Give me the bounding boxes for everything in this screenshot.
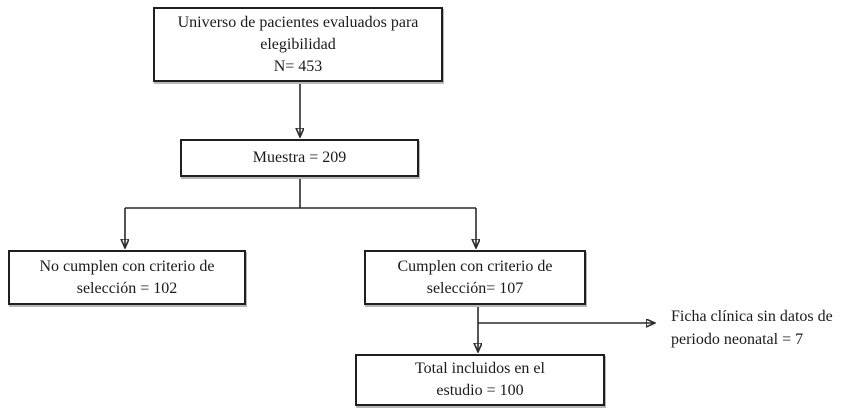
note-ficha-line-2: periodo neonatal = 7: [671, 331, 804, 348]
box-cumplen-line-1: Cumplen con criterio de: [397, 257, 553, 275]
box-muestra: Muestra = 209: [180, 139, 419, 177]
box-cumplen-line-2: selección= 107: [426, 279, 524, 297]
branch-connector: [125, 177, 476, 209]
box-universe-line-1: Universo de pacientes evaluados para: [177, 13, 419, 31]
note-ficha: Ficha clínica sin datos de periodo neona…: [671, 305, 851, 351]
box-muestra-line-1: Muestra = 209: [252, 149, 347, 166]
box-no-cumplen-line-1: No cumplen con criterio de: [39, 257, 215, 275]
box-total: Total incluidos en el estudio = 100: [355, 354, 605, 406]
note-ficha-line-1: Ficha clínica sin datos de: [671, 308, 833, 325]
box-universe-line-2: elegibilidad: [260, 35, 336, 53]
box-cumplen: Cumplen con criterio de selección= 107: [364, 250, 586, 305]
box-no-cumplen-line-2: selección = 102: [76, 279, 178, 297]
box-universe: Universo de pacientes evaluados para ele…: [153, 7, 443, 82]
box-universe-line-3: N= 453: [273, 57, 323, 75]
box-no-cumplen: No cumplen con criterio de selección = 1…: [8, 250, 246, 305]
box-total-line-2: estudio = 100: [436, 382, 524, 399]
box-total-line-1: Total incluidos en el: [415, 360, 545, 377]
